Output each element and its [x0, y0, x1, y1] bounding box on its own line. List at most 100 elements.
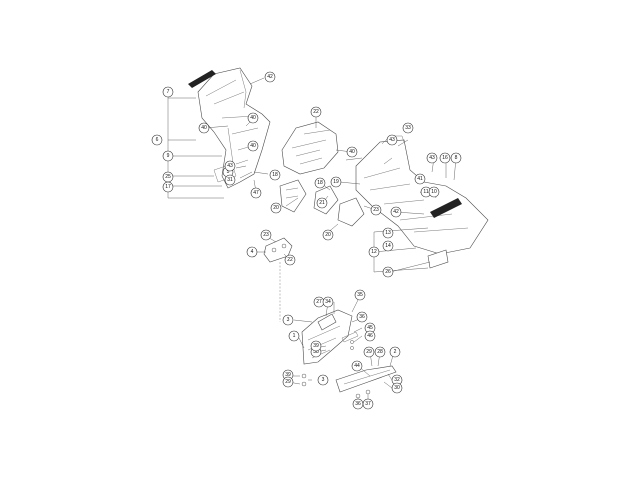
svg-text:41: 41 — [417, 176, 423, 182]
callout-37: 37 — [362, 398, 374, 410]
callout-42-right: 42 — [390, 206, 402, 218]
callout-8: 8 — [450, 152, 462, 164]
svg-text:40: 40 — [349, 149, 355, 155]
callout-30: 30 — [391, 382, 403, 394]
svg-text:36: 36 — [355, 401, 361, 407]
callout-23-bracket: 23 — [260, 229, 272, 241]
svg-text:35: 35 — [357, 292, 363, 298]
callout-19: 19 — [330, 176, 342, 188]
callout-3-left: 3 — [282, 314, 294, 326]
fairing-decal — [188, 70, 216, 88]
callout-12: 12 — [368, 246, 380, 258]
svg-text:3: 3 — [287, 317, 290, 323]
svg-text:46: 46 — [367, 333, 373, 339]
svg-text:20: 20 — [273, 205, 279, 211]
svg-text:47: 47 — [253, 190, 259, 196]
svg-text:31: 31 — [227, 177, 233, 183]
svg-text:4: 4 — [251, 249, 254, 255]
svg-text:26: 26 — [385, 269, 391, 275]
callout-44: 44 — [351, 360, 363, 372]
svg-text:17: 17 — [165, 184, 171, 190]
callout-40-mid: 40 — [247, 140, 259, 152]
svg-text:7: 7 — [167, 89, 170, 95]
callout-43-right: 43 — [386, 134, 398, 146]
callout-20-left: 20 — [270, 202, 282, 214]
callout-31: 31 — [224, 174, 236, 186]
callout-26: 26 — [382, 266, 394, 278]
callout-43-left: 43 — [224, 160, 236, 172]
svg-text:22: 22 — [287, 257, 293, 263]
callout-28: 28 — [374, 346, 386, 358]
callout-23-mid: 23 — [370, 204, 382, 216]
svg-text:40: 40 — [201, 125, 207, 131]
side-fairing-panel — [188, 67, 271, 189]
callout-36-low: 36 — [352, 398, 364, 410]
svg-text:36: 36 — [359, 314, 365, 320]
svg-text:13: 13 — [385, 230, 391, 236]
callout-22-bracket: 22 — [284, 254, 296, 266]
svg-text:21: 21 — [319, 200, 325, 206]
svg-text:23: 23 — [263, 232, 269, 238]
callout-9: 9 — [162, 150, 174, 162]
callout-47: 47 — [250, 187, 262, 199]
callout-2: 2 — [389, 346, 401, 358]
svg-text:16: 16 — [442, 155, 448, 161]
callout-18-mid: 18 — [314, 177, 326, 189]
lower-fairing-panel — [355, 135, 489, 269]
svg-text:45: 45 — [367, 325, 373, 331]
callout-35-top: 35 — [354, 289, 366, 301]
svg-text:38: 38 — [313, 349, 319, 355]
svg-text:44: 44 — [354, 363, 360, 369]
svg-text:18: 18 — [272, 172, 278, 178]
svg-text:6: 6 — [156, 137, 159, 143]
callout-13: 13 — [382, 227, 394, 239]
svg-text:34: 34 — [325, 299, 331, 305]
callout-40-upper: 40 — [247, 112, 259, 124]
svg-text:40: 40 — [250, 115, 256, 121]
callout-33: 33 — [402, 122, 414, 134]
svg-text:9: 9 — [167, 153, 170, 159]
inner-cover-panel — [279, 121, 365, 227]
callout-bubbles: 42 7 6 40 9 25 5 31 17 43 18 47 40 22 40… — [151, 71, 462, 410]
svg-text:42: 42 — [393, 209, 399, 215]
callout-14: 14 — [382, 240, 394, 252]
callout-42-top: 42 — [264, 71, 276, 83]
callout-20-right: 20 — [322, 229, 334, 241]
svg-text:40: 40 — [250, 143, 256, 149]
callout-7: 7 — [162, 86, 174, 98]
svg-text:27: 27 — [316, 299, 322, 305]
callout-22-top: 22 — [310, 106, 322, 118]
callout-1: 1 — [288, 330, 300, 342]
callout-40-right: 40 — [346, 146, 358, 158]
callout-4: 4 — [246, 246, 258, 258]
callout-29-low: 29 — [282, 376, 294, 388]
svg-text:30: 30 — [394, 385, 400, 391]
svg-text:29: 29 — [366, 349, 372, 355]
svg-text:33: 33 — [405, 125, 411, 131]
callout-16: 16 — [439, 152, 451, 164]
callout-25: 25 — [162, 171, 174, 183]
svg-text:18: 18 — [317, 180, 323, 186]
callout-21: 21 — [316, 197, 328, 209]
svg-text:23: 23 — [373, 207, 379, 213]
mounting-bracket — [263, 237, 293, 322]
callout-34: 34 — [322, 296, 334, 308]
callout-18-left: 18 — [269, 169, 281, 181]
svg-text:43: 43 — [227, 163, 233, 169]
svg-text:37: 37 — [365, 401, 371, 407]
svg-text:8: 8 — [455, 155, 458, 161]
callout-43-far: 43 — [426, 152, 438, 164]
svg-text:39: 39 — [313, 343, 319, 349]
svg-text:43: 43 — [429, 155, 435, 161]
svg-text:20: 20 — [325, 232, 331, 238]
svg-text:10: 10 — [431, 189, 437, 195]
lower-fairing-decal — [430, 198, 462, 218]
svg-text:32: 32 — [394, 377, 400, 383]
svg-text:3: 3 — [322, 377, 325, 383]
svg-text:39: 39 — [285, 372, 291, 378]
callout-46: 46 — [364, 330, 376, 342]
callout-27: 27 — [313, 296, 325, 308]
svg-text:2: 2 — [394, 349, 397, 355]
svg-text:22: 22 — [313, 109, 319, 115]
svg-text:11: 11 — [423, 189, 428, 195]
